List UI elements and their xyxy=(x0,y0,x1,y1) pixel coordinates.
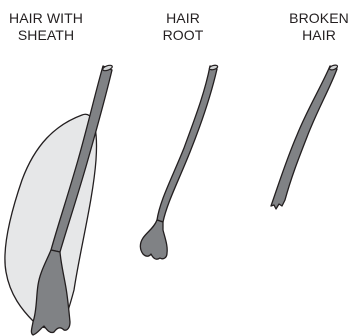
hair-root-bulb xyxy=(140,220,167,259)
broken-hair-shaft xyxy=(271,66,337,209)
broken-hair-figure xyxy=(271,64,338,209)
hair-root-shaft xyxy=(157,66,217,222)
hair-with-sheath-figure xyxy=(5,64,113,335)
hair-root-figure xyxy=(140,64,218,259)
